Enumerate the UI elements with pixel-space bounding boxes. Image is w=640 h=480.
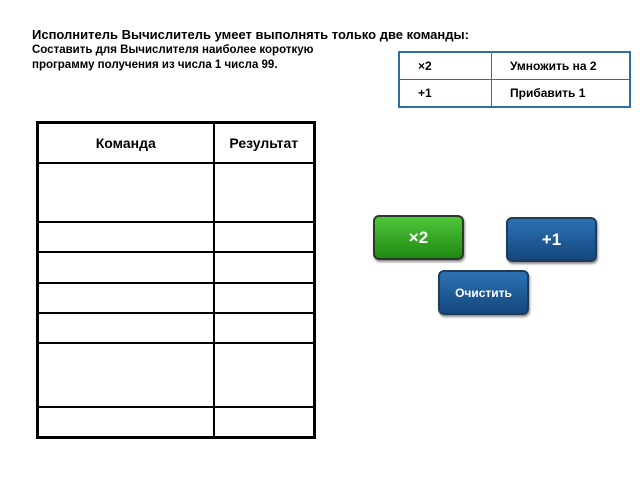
table-row [36, 281, 316, 314]
clear-button[interactable]: Очистить [438, 270, 529, 315]
legend-description: Прибавить 1 [491, 79, 631, 108]
legend-command: +1 [398, 79, 492, 108]
table-row [36, 251, 316, 284]
legend-description: Умножить на 2 [491, 51, 631, 80]
task-description: Составить для Вычислителя наиболее корот… [32, 43, 372, 73]
command-cell [36, 161, 215, 224]
result-cell [212, 406, 316, 439]
command-cell [36, 281, 215, 314]
result-cell [212, 341, 316, 409]
task-title: Исполнитель Вычислитель умеет выполнять … [32, 27, 469, 42]
command-cell [36, 221, 215, 254]
result-cell [212, 251, 316, 284]
table-row [36, 406, 316, 439]
command-cell [36, 251, 215, 284]
result-cell [212, 221, 316, 254]
column-header-result: Результат [212, 121, 316, 164]
result-cell [212, 161, 316, 224]
add-1-button[interactable]: +1 [506, 217, 597, 262]
command-cell [36, 406, 215, 439]
task-line-2: программу получения из числа 1 числа 99. [32, 59, 278, 71]
command-legend: ×2 Умножить на 2 +1 Прибавить 1 [398, 51, 631, 108]
multiply-by-2-button[interactable]: ×2 [373, 215, 464, 260]
legend-command: ×2 [398, 51, 492, 80]
legend-row: ×2 Умножить на 2 [398, 51, 631, 80]
command-cell [36, 341, 215, 409]
result-cell [212, 311, 316, 344]
command-cell [36, 311, 215, 344]
table-row [36, 341, 316, 409]
column-header-command: Команда [36, 121, 215, 164]
result-cell [212, 281, 316, 314]
table-row [36, 221, 316, 254]
program-table-header: Команда Результат [36, 121, 316, 164]
program-table: Команда Результат [36, 121, 316, 439]
table-row [36, 161, 316, 224]
legend-row: +1 Прибавить 1 [398, 79, 631, 108]
task-line-1: Составить для Вычислителя наиболее корот… [32, 44, 314, 56]
table-row [36, 311, 316, 344]
